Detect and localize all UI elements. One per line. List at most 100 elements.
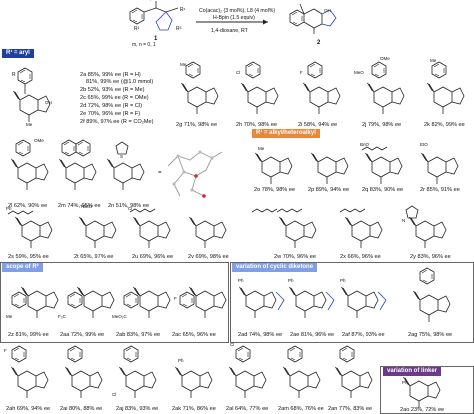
oh-label: OH xyxy=(45,100,52,105)
r1-label: R¹ xyxy=(180,7,186,13)
r2-label: R² xyxy=(134,26,140,32)
ph-sub: Ph xyxy=(178,358,184,363)
compound-2o xyxy=(255,152,293,185)
meo-sub: MeO xyxy=(354,70,364,75)
ring-note: m, n = 0, 1 xyxy=(132,42,156,48)
cl-sub: Cl xyxy=(230,342,234,347)
compound-2p xyxy=(311,152,349,185)
equals-sign: = xyxy=(158,170,162,176)
me-sub: Me xyxy=(180,62,187,67)
compound-2k xyxy=(427,61,465,115)
r2-labels: 2z 81%, 99% ee 2aa 72%, 99% ee 2ab 83%, … xyxy=(8,332,216,338)
label-2al: 2al 64%, 77% ee xyxy=(226,406,268,412)
compound-2s xyxy=(7,210,53,249)
label-2w: 2w 70%, 96% ee xyxy=(274,254,316,260)
label-2t: 2t 65%, 97% ee xyxy=(74,254,114,260)
label-2i: 2i 58%, 94% ee xyxy=(298,122,337,128)
r-group-label: R xyxy=(12,72,16,78)
label-2m: 2m 74%, 95% ee xyxy=(58,203,101,209)
list-2a: 2a 85%, 99% ee (R = H) 81%, 99% ee (@1.0… xyxy=(80,72,154,125)
compound-2j xyxy=(367,61,405,115)
row5-labels: 2ah 69%, 94% ee 2ai 80%, 88% ee 2aj 83%,… xyxy=(6,406,372,412)
ome-sub: OMe xyxy=(380,56,390,61)
label-2k: 2k 82%, 99% ee xyxy=(424,122,465,128)
compound-2x xyxy=(339,208,383,249)
label-2q: 2q 83%, 90% ee xyxy=(362,187,403,193)
list-2a-line: 2f 89%, 97% ee (R = CO₂Me) xyxy=(80,119,154,125)
compound-2af xyxy=(341,286,387,319)
compound-2ao xyxy=(403,376,441,409)
compound-2ai xyxy=(65,345,103,399)
label-2o: 2o 78%, 98% ee xyxy=(254,187,295,193)
me-sub: Me xyxy=(430,58,437,63)
cl-sub: Cl xyxy=(236,70,240,75)
label-2z: 2z 81%, 99% ee xyxy=(8,332,49,338)
r2-sub: F xyxy=(174,296,177,301)
compound-2ak xyxy=(175,366,213,399)
section-diketone: variation of cyclic diketone xyxy=(232,263,318,272)
row2-labels: 2l 62%, 90% ee 2m 74%, 95% ee 2n 51%, 98… xyxy=(8,203,149,209)
r2-sub: F₃C xyxy=(58,314,67,319)
list-2a-line: 2b 52%, 93% ee (R = Me) xyxy=(80,87,145,93)
label-2ah: 2ah 69%, 94% ee xyxy=(6,406,50,412)
section-scope-r2: scope of R² xyxy=(2,263,43,272)
ph-sub: Ph xyxy=(238,278,244,283)
r3-label: R³ xyxy=(176,26,182,32)
product-oh: OH xyxy=(324,8,331,13)
compound-2m xyxy=(59,139,97,191)
label-2ae: 2ae 81%, 96% ee xyxy=(290,332,334,338)
list-2a-line: 2a 85%, 99% ee (R = H) xyxy=(80,72,141,78)
compound-2q xyxy=(361,146,403,185)
list-2a-line: 2e 70%, 96% ee (R = F) xyxy=(80,111,140,117)
label-2ag: 2ag 75%, 98% ee xyxy=(408,332,452,338)
condition-catalyst: Co(acac)₂ (3 mol%), L8 (4 mol%) xyxy=(199,8,275,14)
compound-2v xyxy=(189,216,227,249)
compound-2u xyxy=(129,208,171,249)
compound-2w xyxy=(251,208,317,249)
ph-sub: Ph xyxy=(6,206,12,211)
compound-2am xyxy=(283,345,321,399)
cl-sub: Cl xyxy=(112,392,116,397)
section-linker: variation of linker xyxy=(383,367,442,376)
f-sub: F xyxy=(4,348,7,353)
ph-sub: Ph xyxy=(288,278,294,283)
label-2ab: 2ab 83%, 97% ee xyxy=(116,332,160,338)
label-2n: 2n 51%, 98% ee xyxy=(108,203,149,209)
label-2g: 2g 71%, 98% ee xyxy=(176,122,217,128)
label-2ao: 2ao 23%, 72% ee xyxy=(400,407,444,413)
label-2j: 2j 79%, 98% ee xyxy=(362,122,401,128)
section-aryl: R¹ = aryl xyxy=(2,49,34,58)
compound-2ae xyxy=(289,286,335,319)
s-sub: S xyxy=(120,154,123,159)
compound-2ad xyxy=(239,286,285,319)
row3-labels: 2s 59%, 95% ee 2t 65%, 97% ee 2u 69%, 96… xyxy=(8,254,451,260)
reactant-structure xyxy=(129,0,179,31)
ph-sub: Ph xyxy=(402,380,408,385)
list-2a-line: 81%, 99% ee (@1.0 mmol) xyxy=(86,79,153,85)
condition-reagent: H-Bpin (1.5 equiv) xyxy=(213,15,255,21)
compound-2ah xyxy=(11,345,49,399)
compound-2an xyxy=(335,345,373,399)
r2-sub: MeO₂C xyxy=(112,314,127,319)
label-2aj: 2aj 83%, 93% ee xyxy=(116,406,158,412)
compound-2r xyxy=(421,152,459,185)
label-2af: 2af 87%, 93% ee xyxy=(342,332,385,338)
bno-sub: BnO xyxy=(360,142,370,147)
n-sub: N xyxy=(402,218,405,223)
me-sub: Me xyxy=(258,146,265,151)
label-2h: 2h 70%, 98% ee xyxy=(236,122,277,128)
r2-sub: Me xyxy=(6,314,13,319)
label-2l: 2l 62%, 90% ee xyxy=(8,203,47,209)
reactant-label: 1 xyxy=(154,36,158,42)
compound-2g xyxy=(181,61,219,115)
compound-2y xyxy=(405,205,447,249)
panel-scope-r2 xyxy=(0,262,229,343)
list-2a-line: 2c 65%, 99% ee (R = OMe) xyxy=(80,95,149,101)
label-2ai: 2ai 80%, 88% ee xyxy=(60,406,102,412)
si-sub: TBSO xyxy=(80,204,93,209)
label-2x: 2x 66%, 96% ee xyxy=(340,254,381,260)
label-2an: 2an 77%, 83% ee xyxy=(328,406,372,412)
condition-solvent: 1,4-dioxane, RT xyxy=(211,28,249,34)
compound-2h xyxy=(241,61,279,115)
